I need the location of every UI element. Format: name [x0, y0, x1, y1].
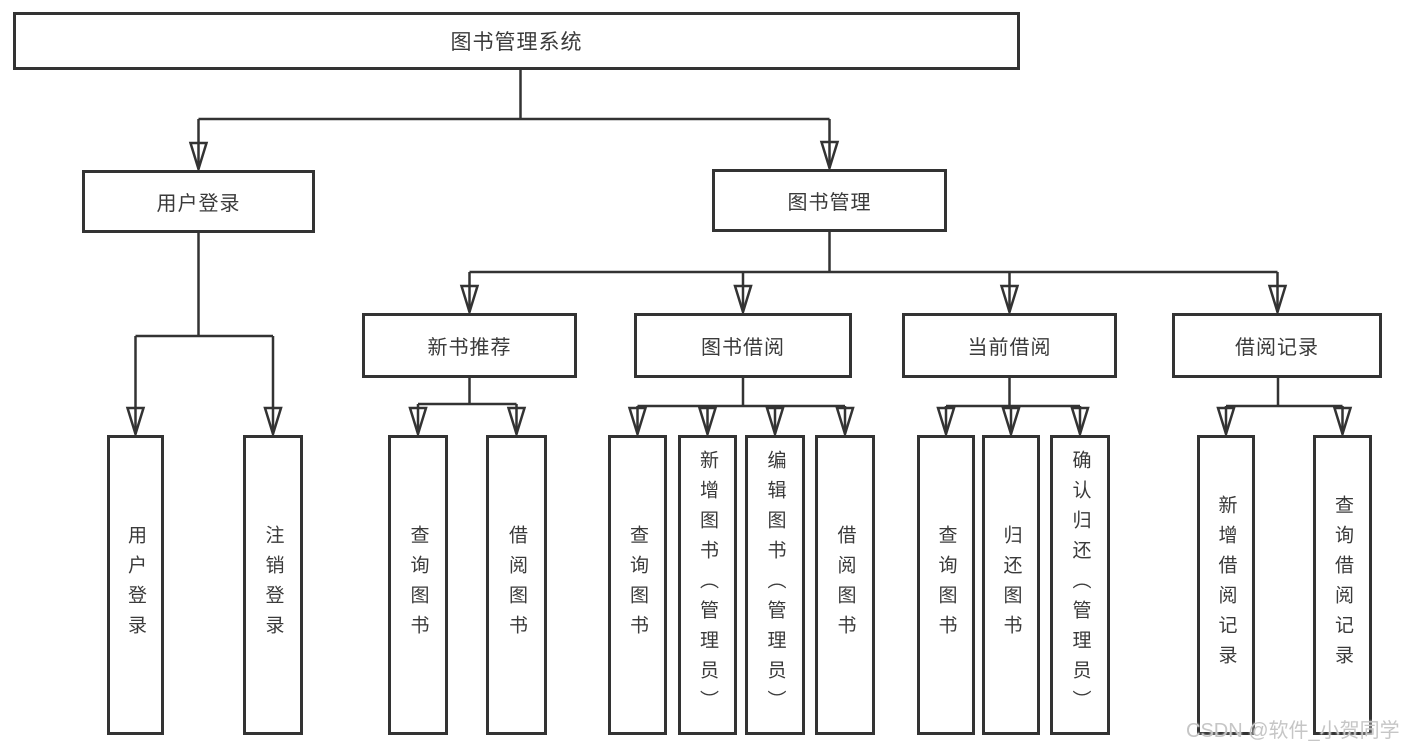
node-borrow-records: 借阅记录 [1172, 313, 1382, 378]
leaf-user-login-label: 用户登录 [125, 525, 146, 645]
leaf-logout-label: 注销登录 [262, 525, 284, 645]
leaf-cb-return-books-label: 归还图书 [1000, 525, 1022, 645]
leaf-cb-confirm-return-admin: 确认归还（管理员） [1050, 435, 1110, 735]
connector-book-management-children [470, 232, 1278, 312]
leaf-bb-add-books-admin-label: 新增图书（管理员） [697, 450, 718, 720]
connector-new-book-children [418, 378, 517, 434]
leaf-bb-borrow-books-label: 借阅图书 [834, 525, 856, 645]
leaf-nb-query-books: 查询图书 [388, 435, 448, 735]
node-user-login-label: 用户登录 [156, 193, 241, 215]
connector-user-login-children [136, 233, 274, 434]
leaf-cb-query-books-label: 查询图书 [935, 525, 957, 645]
node-new-book-recommend-label: 新书推荐 [427, 337, 512, 359]
csdn-watermark: CSDN @软件_小贺同学 [1186, 720, 1400, 742]
leaf-br-query-record-label: 查询借阅记录 [1332, 495, 1353, 675]
leaf-user-login: 用户登录 [107, 435, 164, 735]
node-user-login: 用户登录 [82, 170, 315, 233]
leaf-br-query-record: 查询借阅记录 [1313, 435, 1372, 735]
connector-borrow-records-children [1226, 377, 1343, 434]
node-current-borrow: 当前借阅 [902, 313, 1117, 378]
leaf-bb-query-books-label: 查询图书 [627, 525, 648, 645]
leaf-bb-add-books-admin: 新增图书（管理员） [678, 435, 737, 735]
leaf-cb-return-books: 归还图书 [982, 435, 1040, 735]
leaf-nb-borrow-books-label: 借阅图书 [506, 525, 527, 645]
node-book-management: 图书管理 [712, 169, 947, 232]
node-root-label: 图书管理系统 [450, 31, 583, 54]
leaf-logout: 注销登录 [243, 435, 303, 735]
node-current-borrow-label: 当前借阅 [967, 337, 1052, 359]
leaf-bb-edit-books-admin-label: 编辑图书（管理员） [764, 450, 786, 720]
leaf-cb-confirm-return-admin-label: 确认归还（管理员） [1069, 450, 1091, 720]
node-new-book-recommend: 新书推荐 [362, 313, 577, 378]
leaf-cb-query-books: 查询图书 [917, 435, 975, 735]
node-borrow-records-label: 借阅记录 [1235, 337, 1319, 359]
node-book-management-label: 图书管理 [787, 192, 872, 214]
leaf-bb-query-books: 查询图书 [608, 435, 667, 735]
leaf-br-add-record-label: 新增借阅记录 [1215, 495, 1237, 675]
connector-root-to-level2 [199, 70, 830, 169]
node-root-system: 图书管理系统 [13, 12, 1020, 70]
leaf-bb-borrow-books: 借阅图书 [815, 435, 875, 735]
connector-current-borrow-children [946, 378, 1080, 434]
node-book-borrow-label: 图书借阅 [701, 337, 785, 359]
leaf-nb-query-books-label: 查询图书 [407, 525, 429, 645]
connector-book-borrow-children [638, 378, 846, 434]
leaf-br-add-record: 新增借阅记录 [1197, 435, 1255, 735]
leaf-nb-borrow-books: 借阅图书 [486, 435, 547, 735]
node-book-borrow: 图书借阅 [634, 313, 852, 378]
leaf-bb-edit-books-admin: 编辑图书（管理员） [745, 435, 805, 735]
